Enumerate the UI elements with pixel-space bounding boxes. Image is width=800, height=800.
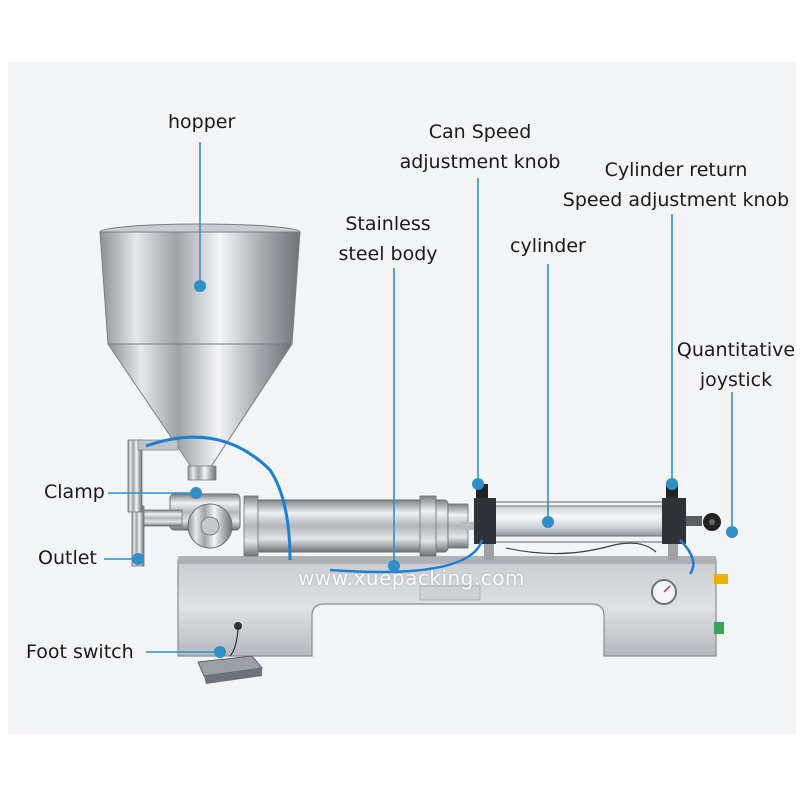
callout-dot-clamp <box>190 487 202 499</box>
pump-barrel <box>247 499 449 553</box>
foot-switch-pedal <box>197 622 263 684</box>
label-quantitative-line1: Quantitative <box>676 339 796 361</box>
label-outlet: Outlet <box>38 547 97 569</box>
joystick-handwheel <box>686 513 721 531</box>
label-can-speed-line2: adjustment knob <box>399 151 561 173</box>
pump-flange-left <box>243 495 259 557</box>
callout-dot-cylinder <box>542 516 554 528</box>
filling-machine <box>99 223 728 684</box>
air-cylinder-tube <box>489 505 669 537</box>
air-fitting <box>714 574 728 584</box>
callout-dot-stainless <box>388 560 400 572</box>
pressure-gauge <box>651 579 677 605</box>
air-tube-2 <box>329 539 484 574</box>
pump-flange-right <box>419 495 437 557</box>
callout-dot-can-speed <box>472 478 484 490</box>
three-way-valve <box>169 493 241 549</box>
label-cyl-return-line1: Cylinder return <box>604 159 748 181</box>
label-quantitative-line2: joystick <box>699 369 773 391</box>
machine-base <box>177 559 717 657</box>
sensor-wire <box>505 542 657 555</box>
air-tube-3 <box>679 539 695 575</box>
label-can-speed-line1: Can Speed <box>428 121 532 143</box>
air-fitting-2 <box>714 622 724 634</box>
callouts <box>104 142 738 658</box>
label-foot-switch: Foot switch <box>26 641 134 663</box>
nameplate <box>419 585 481 601</box>
label-stainless-line1: Stainless <box>345 213 431 235</box>
callout-dot-foot-switch <box>214 646 226 658</box>
callout-dot-joystick <box>726 526 738 538</box>
callout-dot-hopper <box>194 280 206 292</box>
clamp-arm <box>137 439 179 451</box>
label-hopper: hopper <box>168 111 236 133</box>
air-cylinder-endcap-left <box>474 498 496 544</box>
label-stainless-line2: steel body <box>338 243 438 265</box>
cylinder-stand <box>484 544 494 560</box>
label-cylinder: cylinder <box>510 235 586 257</box>
label-cyl-return-line2: Speed adjustment knob <box>562 189 790 211</box>
clamp-bar <box>127 439 143 513</box>
cylinder-stand-2 <box>668 544 678 560</box>
air-cylinder-endcap-right <box>662 498 686 544</box>
watermark-text: www.xuepacking.com <box>298 566 525 590</box>
piston-rod <box>462 522 482 530</box>
base-top-plate <box>178 556 716 564</box>
callout-dot-outlet <box>132 553 144 565</box>
callout-dot-cyl-return <box>666 478 678 490</box>
label-clamp: Clamp <box>44 481 105 503</box>
air-tube-1 <box>145 435 292 561</box>
